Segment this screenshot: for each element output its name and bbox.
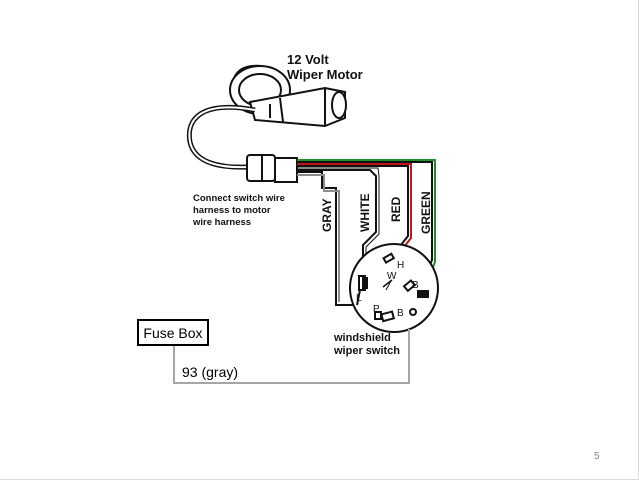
terminal-p-label: P [373, 304, 380, 315]
wire-label-white: WHITE [358, 193, 372, 232]
switch-label-line1: windshield [333, 332, 391, 344]
wiper-switch [349, 243, 439, 333]
fuse-box-label: Fuse Box [143, 324, 203, 341]
terminal-b-bottom-label: B [397, 308, 404, 319]
wire-label-red: RED [389, 196, 403, 222]
terminal-b-top-label: B [412, 280, 419, 291]
terminal-w-label: W [387, 271, 397, 282]
terminal-h-label: H [397, 260, 404, 271]
connect-note-line3: wire harness [192, 217, 251, 228]
motor-cable [186, 104, 256, 170]
fuse-feed-wire [173, 329, 410, 384]
page-number: 5 [594, 451, 600, 462]
wire-white-path [297, 169, 377, 278]
wire-label-gray: GRAY [320, 198, 334, 232]
switch-label-line2: wiper switch [333, 345, 400, 357]
motor-title-line1: 12 Volt [287, 52, 329, 67]
fuse-wire-label: 93 (gray) [182, 364, 239, 380]
connect-note-line1: Connect switch wire [193, 193, 285, 204]
wire-gray-path [297, 171, 357, 306]
harness-connector [246, 154, 298, 183]
connect-note-line2: harness to motor [193, 205, 271, 216]
wiper-motor [229, 64, 347, 128]
terminal-l-label: L [356, 293, 362, 304]
wire-label-green: GREEN [419, 191, 433, 234]
fuse-box: Fuse Box [137, 319, 209, 346]
motor-title-line2: Wiper Motor [287, 67, 363, 82]
